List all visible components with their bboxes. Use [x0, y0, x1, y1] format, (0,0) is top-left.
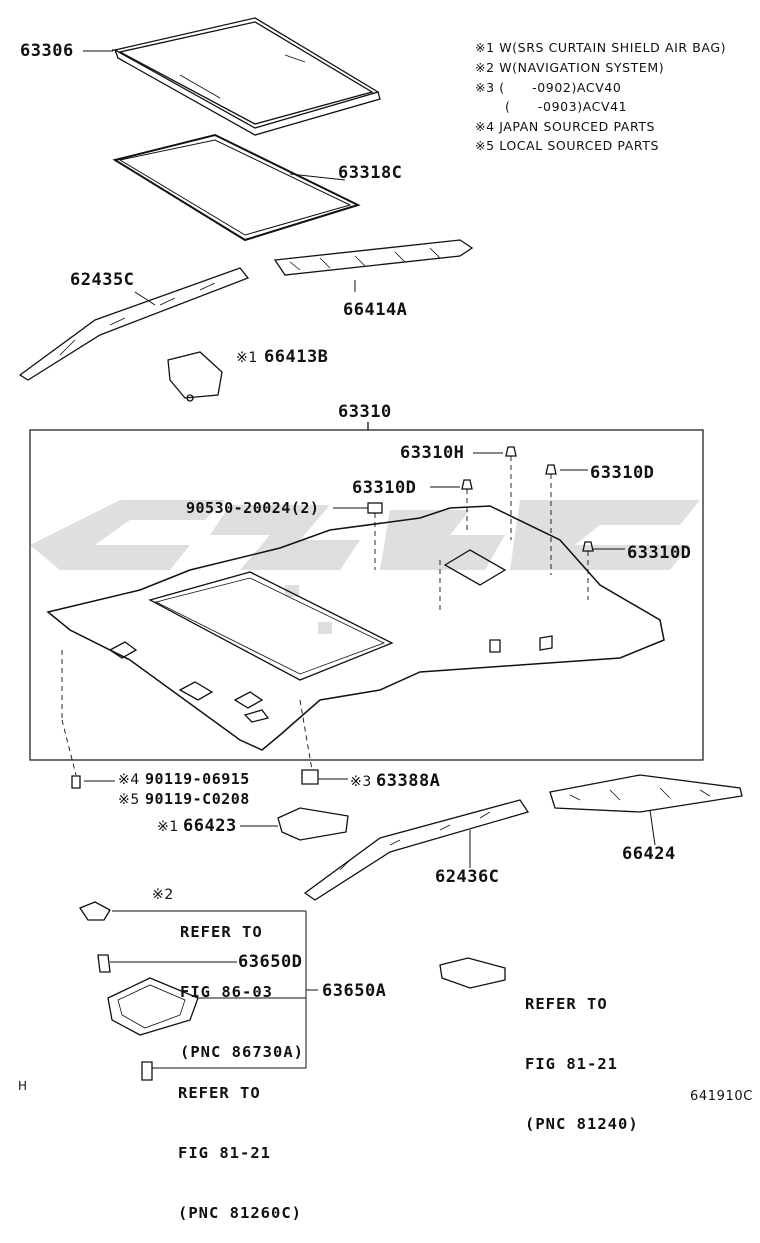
label-90119-c0208[interactable]: 90119-C0208	[145, 790, 250, 808]
note-3: ※3 ( -0902)ACV40	[475, 80, 622, 95]
ref3-line2: FIG 81-21	[178, 1144, 271, 1162]
label-62435c[interactable]: 62435C	[70, 270, 135, 290]
headliner-outline	[46, 505, 665, 751]
label-63306[interactable]: 63306	[20, 41, 74, 61]
label-66424[interactable]: 66424	[622, 844, 676, 864]
ref2-line3: (PNC 81240)	[525, 1115, 639, 1133]
ref3-line1: REFER TO	[178, 1084, 261, 1102]
label-63650d[interactable]: 63650D	[238, 952, 303, 972]
bulb-63650d	[97, 954, 111, 973]
mark-66423: ※1	[157, 819, 179, 835]
bulb-81260c	[141, 1061, 153, 1081]
ref1-line1: REFER TO	[180, 923, 263, 941]
figure-code: 641910C	[690, 1089, 753, 1104]
label-63318c[interactable]: 63318C	[338, 163, 403, 183]
label-63310d-c[interactable]: 63310D	[627, 543, 692, 563]
note-5: ※5 LOCAL SOURCED PARTS	[475, 138, 660, 153]
note-3b: ( -0903)ACV41	[505, 99, 628, 114]
mark-63388a: ※3	[350, 774, 372, 790]
label-63650a[interactable]: 63650A	[322, 981, 387, 1001]
note-4: ※4 JAPAN SOURCED PARTS	[475, 119, 656, 134]
note-1: ※1 W(SRS CURTAIN SHIELD AIR BAG)	[475, 40, 727, 55]
ref2-line1: REFER TO	[525, 995, 608, 1013]
bracket-66413b	[167, 351, 223, 399]
mark-90119b: ※5	[118, 792, 140, 808]
parts-diagram	[18, 17, 743, 1081]
note-2: ※2 W(NAVIGATION SYSTEM)	[475, 60, 665, 75]
label-63388a[interactable]: 63388A	[376, 771, 441, 791]
ref2-line2: FIG 81-21	[525, 1055, 618, 1073]
mark-66413b: ※1	[236, 350, 258, 366]
ref1-line3: (PNC 86730A)	[180, 1043, 304, 1061]
label-63310d-a[interactable]: 63310D	[590, 463, 655, 483]
label-90530[interactable]: 90530-20024(2)	[186, 499, 320, 517]
ref1-line2: FIG 86-03	[180, 983, 273, 1001]
ref-block-81260c[interactable]: REFER TO FIG 81-21 (PNC 81260C)	[178, 1043, 302, 1243]
label-63310d-b[interactable]: 63310D	[352, 478, 417, 498]
trim-strip-66414a	[273, 239, 474, 276]
garnish-62436c	[303, 799, 530, 901]
label-66423[interactable]: 66423	[183, 816, 237, 836]
label-63310h[interactable]: 63310H	[400, 443, 465, 463]
mark-90119a: ※4	[118, 772, 140, 788]
garnish-66424	[549, 774, 743, 813]
ref-block-81240[interactable]: REFER TO FIG 81-21 (PNC 81240)	[525, 954, 639, 1154]
garnish-62435c	[18, 267, 250, 381]
label-66413b[interactable]: 66413B	[264, 347, 329, 367]
ref3-line3: (PNC 81260C)	[178, 1204, 302, 1222]
map-lamp-63650a	[107, 977, 199, 1036]
mark-ref1: ※2	[152, 887, 174, 903]
footer-left-mark: H	[18, 1079, 28, 1093]
watermark-logo	[30, 500, 700, 634]
label-90119-06915[interactable]: 90119-06915	[145, 770, 250, 788]
sunroof-weatherstrip	[112, 133, 361, 242]
label-63310[interactable]: 63310	[338, 402, 392, 422]
sunroof-opening	[148, 571, 394, 681]
headliner-box	[29, 429, 704, 761]
bracket-66423	[277, 807, 349, 841]
label-62436c[interactable]: 62436C	[435, 867, 500, 887]
lamp-81240	[439, 957, 506, 989]
label-66414a[interactable]: 66414A	[343, 300, 408, 320]
ref-block-86730a[interactable]: REFER TO FIG 86-03 (PNC 86730A)	[180, 882, 304, 1082]
lamp-bulb-86730a	[79, 901, 111, 921]
